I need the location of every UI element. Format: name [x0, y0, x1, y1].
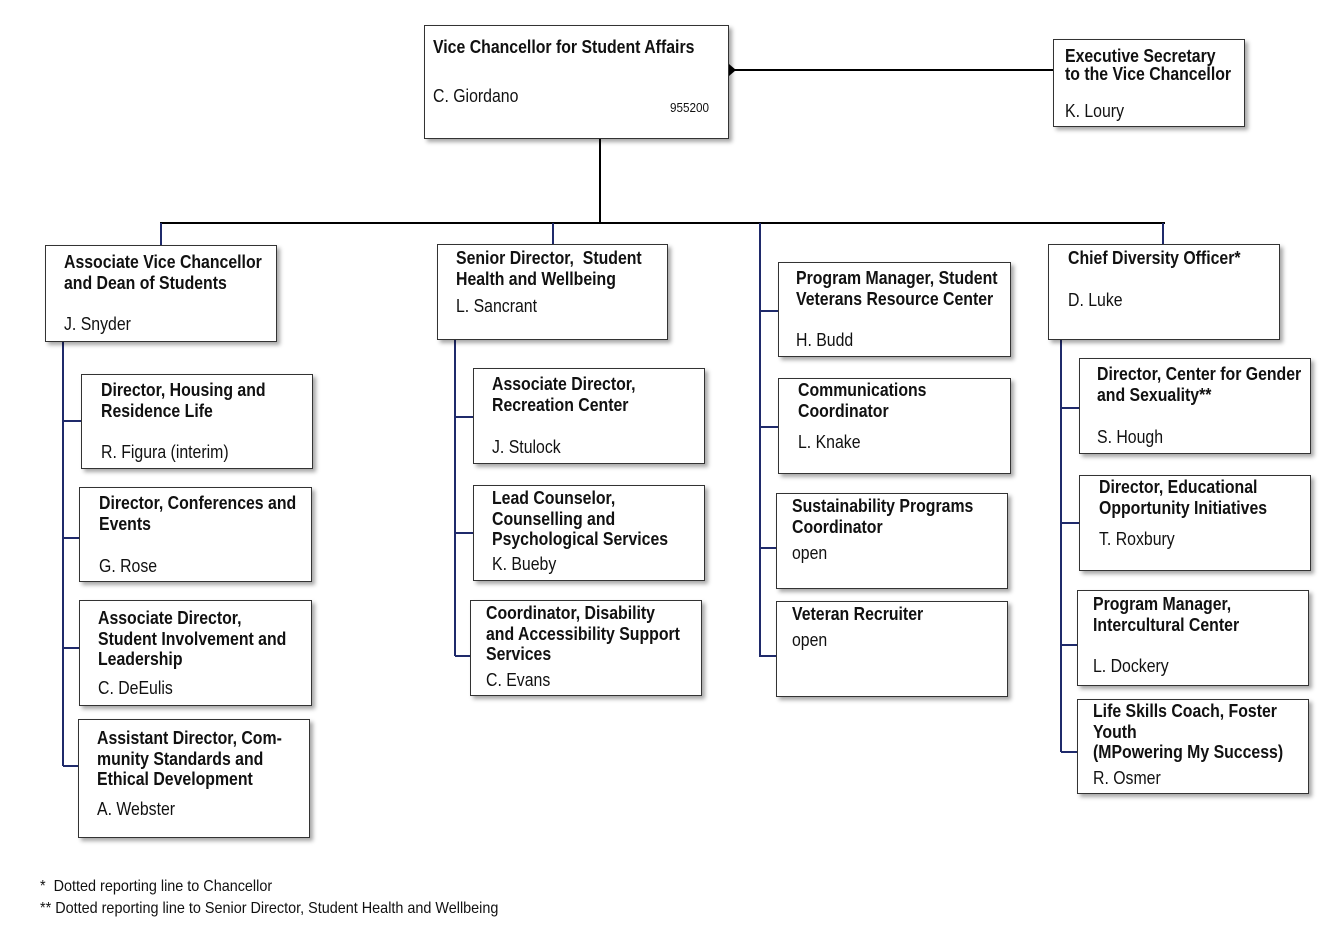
- gender-sexuality-center-box: Director, Center for Gender and Sexualit…: [1079, 358, 1311, 454]
- position-holder: C. Evans: [486, 670, 551, 690]
- position-title: Life Skills Coach, Foster Youth (MPoweri…: [1093, 701, 1284, 762]
- position-holder: H. Budd: [796, 330, 854, 350]
- position-holder: L. Dockery: [1093, 656, 1169, 676]
- position-title: Communications Coordinator: [798, 380, 927, 421]
- position-title: Sustainability Programs Coordinator: [792, 496, 974, 537]
- position-holder: L. Sancrant: [456, 296, 538, 316]
- position-holder: K. Loury: [1065, 101, 1125, 121]
- position-title: Executive Secretary to the Vice Chancell…: [1065, 46, 1232, 84]
- life-skills-coach-box: Life Skills Coach, Foster Youth (MPoweri…: [1077, 699, 1309, 794]
- position-holder: C. DeEulis: [98, 678, 173, 698]
- position-holder: K. Bueby: [492, 554, 557, 574]
- community-standards-box: Assistant Director, Com- munity Standard…: [78, 719, 310, 838]
- position-holder: L. Knake: [798, 432, 861, 452]
- intercultural-center-box: Program Manager, Intercultural Center L.…: [1077, 590, 1309, 686]
- veterans-resource-center-box: Program Manager, Student Veterans Resour…: [778, 262, 1011, 357]
- department-code: 955200: [670, 100, 710, 115]
- position-title: Coordinator, Disability and Accessibilit…: [486, 603, 680, 664]
- position-title: Director, Educational Opportunity Initia…: [1099, 477, 1268, 518]
- position-title: Associate Vice Chancellor and Dean of St…: [64, 252, 262, 293]
- position-holder: S. Hough: [1097, 427, 1164, 447]
- position-holder: T. Roxbury: [1099, 529, 1175, 549]
- position-holder: G. Rose: [99, 556, 158, 576]
- counselling-services-box: Lead Counselor, Counselling and Psycholo…: [473, 485, 705, 581]
- position-title: Assistant Director, Com- munity Standard…: [97, 728, 282, 789]
- position-holder: C. Giordano: [433, 86, 519, 106]
- executive-secretary-box: Executive Secretary to the Vice Chancell…: [1053, 39, 1245, 127]
- footnote-dotted-senior-director: ** Dotted reporting line to Senior Direc…: [40, 900, 499, 917]
- position-holder: R. Figura (interim): [101, 442, 229, 462]
- sustainability-coordinator-box: Sustainability Programs Coordinator open: [776, 493, 1008, 589]
- position-title: Program Manager, Intercultural Center: [1093, 594, 1240, 635]
- vice-chancellor-box: Vice Chancellor for Student Affairs C. G…: [424, 25, 729, 139]
- position-title: Associate Director, Student Involvement …: [98, 608, 287, 669]
- position-holder: J. Stulock: [492, 437, 561, 457]
- position-holder: R. Osmer: [1093, 768, 1161, 788]
- position-title: Director, Center for Gender and Sexualit…: [1097, 364, 1302, 405]
- position-holder: D. Luke: [1068, 290, 1123, 310]
- veteran-recruiter-box: Veteran Recruiter open: [776, 601, 1008, 697]
- position-title: Associate Director, Recreation Center: [492, 374, 636, 415]
- housing-residence-life-box: Director, Housing and Residence Life R. …: [81, 374, 313, 469]
- position-title: Program Manager, Student Veterans Resour…: [796, 268, 998, 309]
- disability-support-box: Coordinator, Disability and Accessibilit…: [470, 600, 702, 696]
- position-title: Director, Housing and Residence Life: [101, 380, 266, 421]
- position-holder: A. Webster: [97, 799, 176, 819]
- position-title: Vice Chancellor for Student Affairs: [433, 37, 695, 57]
- conferences-events-box: Director, Conferences and Events G. Rose: [79, 487, 312, 582]
- health-wellbeing-box: Senior Director, Student Health and Well…: [437, 244, 668, 340]
- chief-diversity-officer-box: Chief Diversity Officer* D. Luke: [1048, 244, 1280, 340]
- position-holder: J. Snyder: [64, 314, 131, 334]
- communications-coordinator-box: Communications Coordinator L. Knake: [778, 378, 1011, 474]
- student-involvement-box: Associate Director, Student Involvement …: [79, 600, 312, 706]
- position-title: Chief Diversity Officer*: [1068, 248, 1241, 268]
- position-title: Director, Conferences and Events: [99, 493, 297, 534]
- position-title: Lead Counselor, Counselling and Psycholo…: [492, 488, 669, 549]
- position-holder: open: [792, 630, 828, 650]
- recreation-center-box: Associate Director, Recreation Center J.…: [473, 368, 705, 464]
- dean-of-students-box: Associate Vice Chancellor and Dean of St…: [45, 245, 277, 342]
- footnote-dotted-chancellor: * Dotted reporting line to Chancellor: [40, 878, 273, 895]
- educational-opportunity-box: Director, Educational Opportunity Initia…: [1079, 475, 1311, 571]
- position-title: Veteran Recruiter: [792, 604, 924, 624]
- position-holder: open: [792, 543, 828, 563]
- position-title: Senior Director, Student Health and Well…: [456, 248, 642, 289]
